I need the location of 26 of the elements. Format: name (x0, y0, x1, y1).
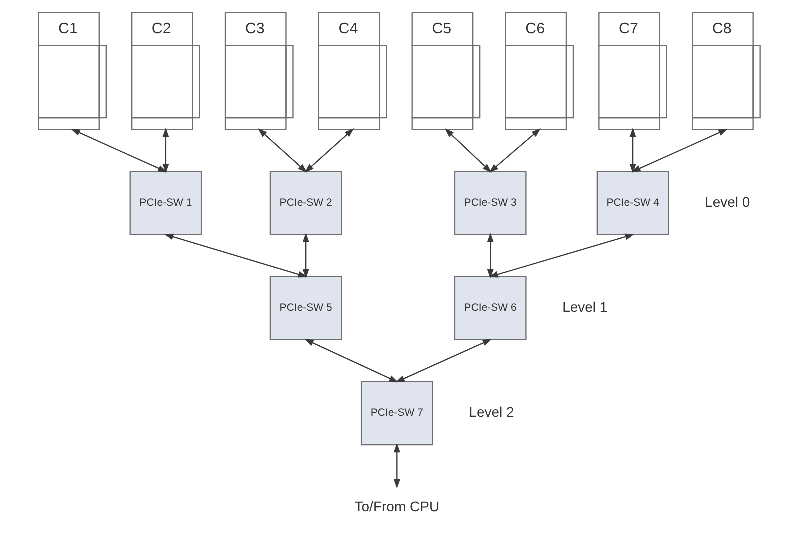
node-box: PCIe-SW 3 (454, 171, 526, 236)
arrow (395, 339, 492, 383)
label: Level 1 (562, 298, 608, 315)
node-box: PCIe-SW 6 (454, 276, 526, 340)
arrow (258, 128, 307, 173)
label: Level 2 (468, 404, 514, 420)
node-box: PCIe-SW 7 (360, 381, 433, 446)
arrow (302, 233, 309, 279)
arrow (164, 234, 308, 278)
node-box: PCIe-SW 4 (596, 171, 669, 236)
arrow (70, 128, 168, 172)
node-text: To/From CPU (354, 498, 440, 515)
node-box: PCIe-SW 2 (269, 171, 342, 236)
arrow (488, 234, 634, 278)
arrow (304, 339, 398, 383)
arrow (444, 128, 492, 173)
arrow (630, 128, 728, 172)
arrow (486, 233, 494, 279)
arrow (304, 128, 354, 173)
label: Level 0 (704, 194, 750, 210)
node-box: PCIe-SW 1 (129, 171, 202, 236)
arrow (162, 128, 169, 174)
arrow (629, 128, 636, 174)
arrow (393, 443, 400, 489)
arrow (488, 128, 540, 173)
node-box: PCIe-SW 5 (269, 276, 342, 340)
